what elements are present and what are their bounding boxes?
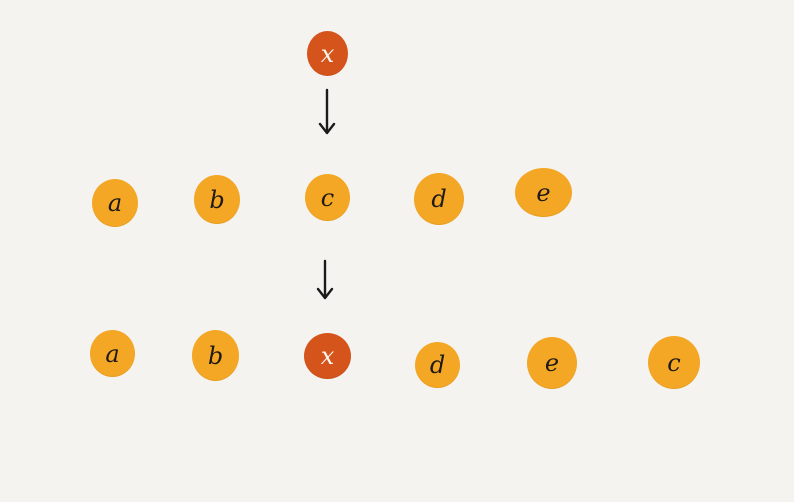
node-bottom-a: a: [90, 330, 135, 377]
node-bottom-d: d: [415, 342, 460, 388]
node-middle-c: c: [305, 174, 350, 221]
node-middle-b: b: [194, 175, 240, 224]
arrow-down-icon: [313, 259, 337, 309]
arrow-down-icon-svg: [316, 259, 334, 300]
node-label-bottom-e: e: [544, 349, 560, 377]
node-label-middle-d: d: [431, 185, 447, 213]
node-label-top-x: x: [320, 39, 335, 68]
node-bottom-x: x: [304, 333, 351, 379]
node-middle-a: a: [92, 179, 138, 227]
node-label-middle-a: a: [107, 189, 123, 217]
node-label-bottom-b: b: [207, 341, 224, 370]
node-bottom-b: b: [192, 330, 239, 381]
arrow-down-icon: [315, 88, 339, 138]
node-label-middle-b: b: [209, 185, 225, 214]
node-label-bottom-a: a: [105, 339, 120, 368]
node-middle-d: d: [414, 173, 464, 225]
node-label-middle-e: e: [536, 178, 551, 207]
node-top-x: x: [307, 31, 348, 76]
node-label-bottom-c: c: [667, 348, 681, 377]
node-label-bottom-d: d: [429, 351, 446, 379]
node-label-bottom-x: x: [320, 342, 335, 370]
node-label-middle-c: c: [320, 183, 335, 212]
arrow-down-icon-svg: [318, 88, 336, 135]
node-bottom-e: e: [527, 337, 577, 389]
node-bottom-c: c: [648, 336, 700, 389]
node-middle-e: e: [515, 168, 572, 217]
